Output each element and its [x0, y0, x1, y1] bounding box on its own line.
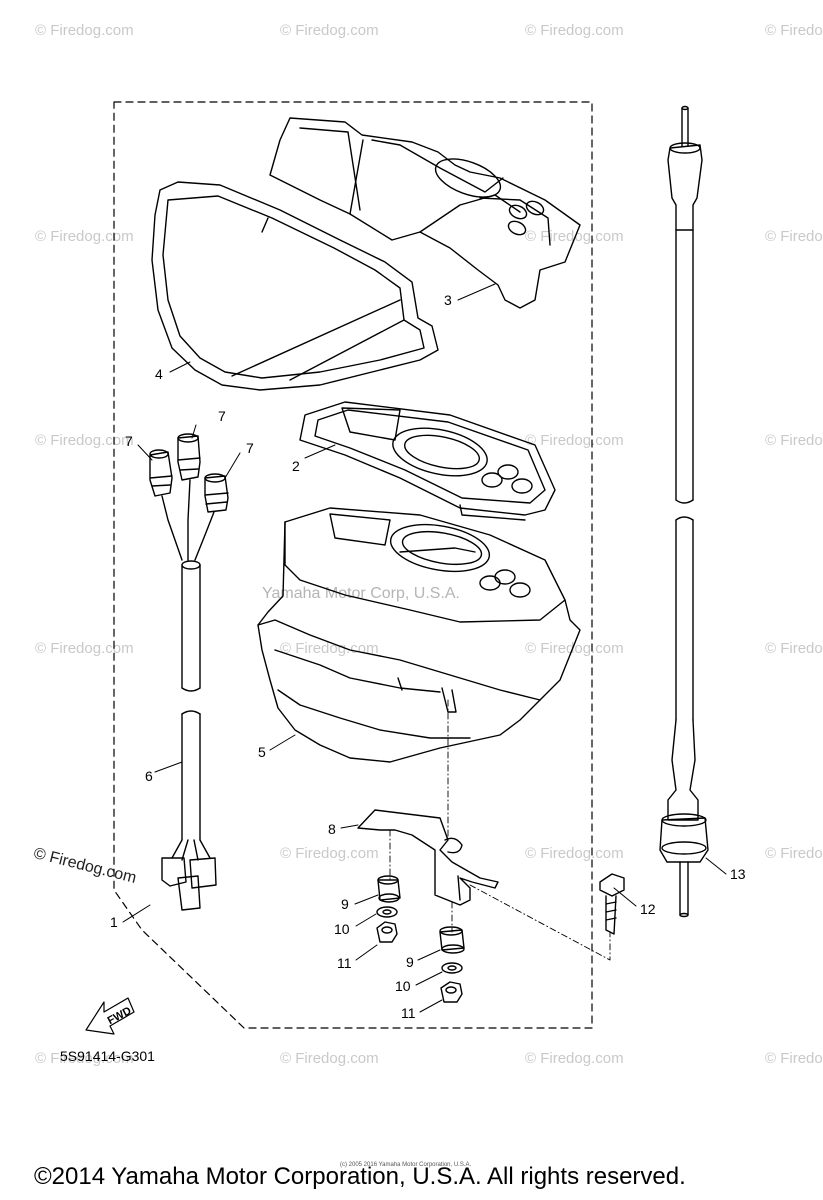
watermark: © Firedog.com	[765, 432, 823, 449]
watermark: © Firedog.com	[525, 22, 624, 39]
diagram-code: 5S91414-G301	[60, 1048, 155, 1064]
label-part-9-right: 9	[406, 954, 414, 970]
wire-harness	[161, 479, 217, 911]
watermark: © Firedog.com	[525, 432, 624, 449]
label-part-10-left: 10	[334, 921, 350, 937]
watermark: © Firedog.com	[525, 640, 624, 657]
watermark: © Firedog.com	[35, 22, 134, 39]
label-part-7-left: 7	[125, 433, 133, 449]
watermark: © Firedog.com	[525, 845, 624, 862]
watermark: © Firedog.com	[35, 1050, 134, 1067]
bracket	[357, 809, 499, 906]
bulb-7-center	[177, 433, 201, 481]
watermark: © Firedog.com	[280, 640, 379, 657]
watermark: © Firedog.com	[280, 1050, 379, 1067]
label-part-7-center: 7	[218, 408, 226, 424]
label-part-1: 1	[110, 914, 118, 930]
label-part-11-right: 11	[401, 1005, 416, 1021]
label-part-2: 2	[292, 458, 300, 474]
watermark: © Firedog.com	[765, 845, 823, 862]
watermark: © Firedog.com	[280, 22, 379, 39]
speedometer-cable	[659, 105, 709, 918]
footer-copyright: ©2014 Yamaha Motor Corporation, U.S.A. A…	[34, 1163, 686, 1190]
watermark: © Firedog.com	[765, 640, 823, 657]
grommet-9-right	[439, 926, 465, 954]
nut-11-right	[440, 981, 463, 1003]
label-part-8: 8	[328, 821, 336, 837]
meter-assembly	[257, 507, 581, 763]
label-part-3: 3	[444, 292, 452, 308]
meter-panel	[299, 401, 556, 521]
meter-cover-upper	[269, 117, 581, 309]
center-watermark: Yamaha Motor Corp, U.S.A.	[262, 585, 460, 602]
watermark: © Firedog.com	[280, 845, 379, 862]
label-part-11-left: 11	[337, 955, 352, 971]
visor	[151, 181, 439, 391]
bolt	[599, 873, 625, 935]
assembly-boundary	[113, 101, 593, 1029]
label-part-10-right: 10	[395, 978, 411, 994]
bulb-7-right	[204, 473, 229, 513]
washer-10-right	[441, 962, 463, 974]
label-part-4: 4	[155, 366, 163, 382]
watermark: © Firedog.com	[35, 432, 134, 449]
label-part-9-left: 9	[341, 896, 349, 912]
nut-11-left	[376, 921, 398, 943]
watermark: © Firedog.com	[35, 228, 134, 245]
tiny-copyright: (c) 2005 2016 Yamaha Motor Corporation, …	[340, 1162, 472, 1168]
label-part-7-right: 7	[246, 440, 254, 456]
watermark: © Firedog.com	[35, 640, 134, 657]
watermark: © Firedog.com	[765, 228, 823, 245]
fwd-arrow	[85, 997, 135, 1035]
label-part-5: 5	[258, 744, 266, 760]
grommet-9-left	[377, 875, 401, 903]
label-part-6: 6	[145, 768, 153, 784]
label-part-12: 12	[640, 901, 656, 917]
bulb-7-left	[149, 449, 173, 497]
watermark: © Firedog.com	[765, 22, 823, 39]
label-part-13: 13	[730, 866, 746, 882]
watermark: © Firedog.com	[765, 1050, 823, 1067]
washer-10-left	[376, 906, 398, 918]
watermark: © Firedog.com	[525, 1050, 624, 1067]
